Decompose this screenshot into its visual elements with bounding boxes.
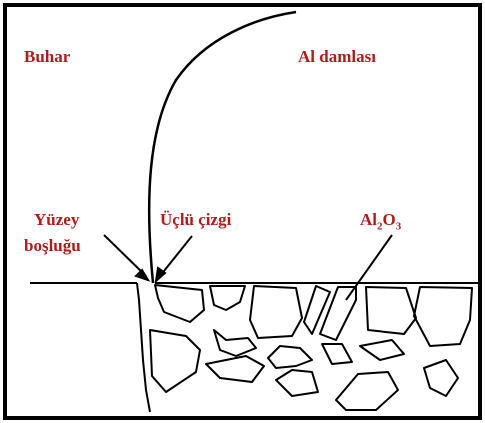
- grain: [155, 285, 204, 322]
- grain: [268, 346, 312, 368]
- surface-gap-label-line1: Yüzey: [34, 210, 79, 230]
- droplet-label: Al damlası: [298, 47, 376, 67]
- grain: [366, 287, 416, 334]
- surface-gap-label-line2: boşluğu: [24, 236, 81, 256]
- grain: [210, 286, 245, 310]
- droplet-contour: [149, 12, 296, 283]
- grain: [250, 286, 302, 338]
- oxide-grains: [150, 285, 472, 410]
- grain: [304, 286, 330, 334]
- grain: [206, 356, 264, 382]
- grain: [276, 370, 318, 396]
- oxide-label: Al2O3: [360, 210, 401, 230]
- grain: [424, 360, 458, 396]
- surface-gap: [137, 283, 150, 412]
- oxide-label-mid: O: [383, 210, 396, 229]
- grain: [360, 340, 404, 360]
- triple-line-label: Üçlü çizgi: [160, 210, 231, 230]
- arrows: [104, 235, 192, 281]
- oxide-pointer: [346, 235, 392, 300]
- grain: [322, 344, 352, 364]
- arrow-surface-gap: [104, 235, 146, 276]
- grain: [150, 330, 200, 392]
- arrow-triple-line: [160, 236, 192, 276]
- oxide-label-sub2: 3: [396, 220, 402, 232]
- grain: [414, 287, 472, 346]
- oxide-label-base: Al: [360, 210, 377, 229]
- grain: [336, 372, 398, 410]
- grain: [214, 330, 256, 356]
- vapor-label: Buhar: [24, 47, 70, 67]
